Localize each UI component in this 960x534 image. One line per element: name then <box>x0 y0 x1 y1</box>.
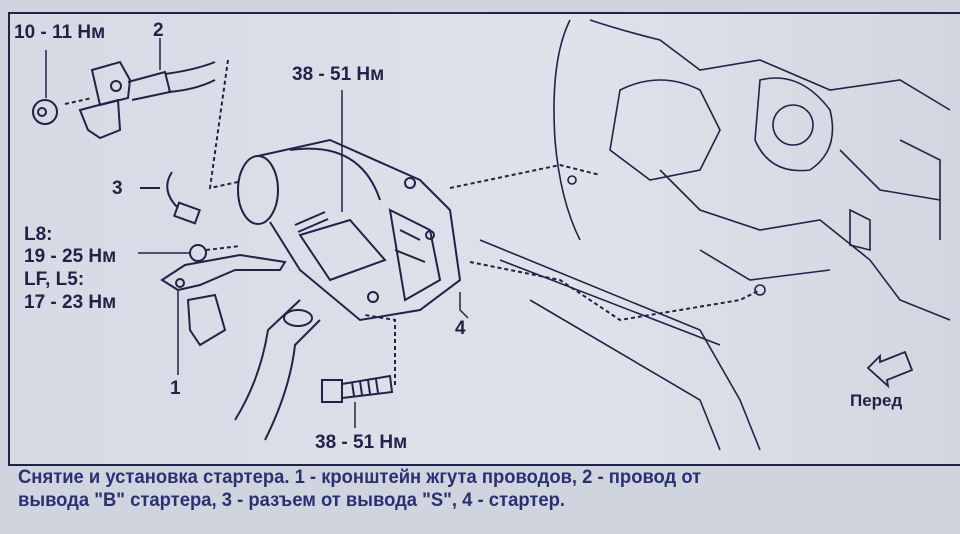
front-arrow-icon <box>866 350 914 389</box>
front-label: Перед <box>850 391 903 410</box>
torque-label-bolt: 38 - 51 Нм <box>315 432 408 453</box>
part-2-label: 2 <box>153 20 164 41</box>
part-4-label: 4 <box>455 318 466 339</box>
caption-line-1: Снятие и установка стартера. 1 - кронште… <box>18 467 702 488</box>
caption-line-2: вывода "B" стартера, 3 - разъем от вывод… <box>18 490 565 511</box>
lf-l5-label: LF, L5: <box>24 269 85 290</box>
l8-label: L8: <box>24 224 53 245</box>
figure-caption: Снятие и установка стартера. 1 - кронште… <box>18 466 701 512</box>
wire-terminal <box>78 60 216 140</box>
diagram-frame <box>8 12 960 466</box>
torque-label-l8: 19 - 25 Нм <box>24 246 117 267</box>
torque-label-starter: 38 - 51 Нм <box>292 64 385 85</box>
torque-label-nut: 10 - 11 Нм <box>14 22 106 43</box>
nut-icon <box>32 99 58 125</box>
engine-block <box>479 19 951 451</box>
torque-label-lf-l5: 17 - 23 Нм <box>24 292 117 313</box>
part-3-label: 3 <box>112 178 123 199</box>
starter <box>237 138 462 322</box>
part-1-label: 1 <box>170 378 181 399</box>
bolt-icon <box>321 374 394 403</box>
